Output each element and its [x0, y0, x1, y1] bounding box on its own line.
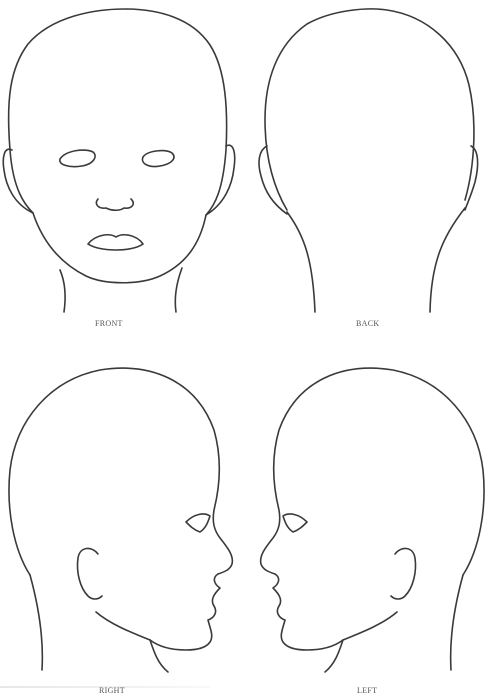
left-profile-ear	[391, 548, 416, 599]
left-profile-svg	[247, 350, 493, 680]
back-right-ear	[465, 146, 478, 210]
left-profile-eye	[283, 514, 307, 532]
right-profile-ear	[77, 548, 102, 599]
left-profile-skull	[261, 368, 484, 575]
front-left-ear	[3, 149, 33, 213]
left-profile-figure	[247, 350, 493, 680]
front-head-figure	[0, 0, 246, 320]
front-right-eye	[142, 151, 173, 167]
back-label: BACK	[356, 319, 379, 328]
left-label: LEFT	[357, 686, 377, 695]
left-profile-neck-back	[451, 575, 463, 670]
back-head-svg	[247, 0, 493, 320]
back-neck-left	[287, 212, 315, 312]
front-head-svg	[0, 0, 246, 320]
back-neck-right	[430, 208, 465, 312]
right-profile-eye	[186, 514, 210, 532]
front-head-outline	[9, 9, 227, 215]
front-left-eye	[60, 150, 95, 167]
front-right-ear	[206, 145, 235, 215]
right-profile-skull	[9, 368, 232, 575]
left-profile-jaw	[343, 612, 397, 640]
right-profile-face	[150, 574, 220, 650]
right-profile-figure	[0, 350, 246, 680]
right-profile-neck-back	[30, 575, 42, 670]
left-profile-face	[273, 574, 343, 650]
front-mouth	[88, 235, 143, 250]
front-label: FRONT	[95, 319, 123, 328]
scan-artifact-line	[0, 686, 210, 688]
front-nose	[96, 199, 133, 210]
right-profile-jaw	[96, 612, 150, 640]
front-neck-left	[60, 270, 65, 312]
back-head-outline	[265, 9, 474, 210]
back-head-figure	[247, 0, 493, 320]
front-neck-right	[175, 268, 182, 312]
right-profile-svg	[0, 350, 246, 680]
